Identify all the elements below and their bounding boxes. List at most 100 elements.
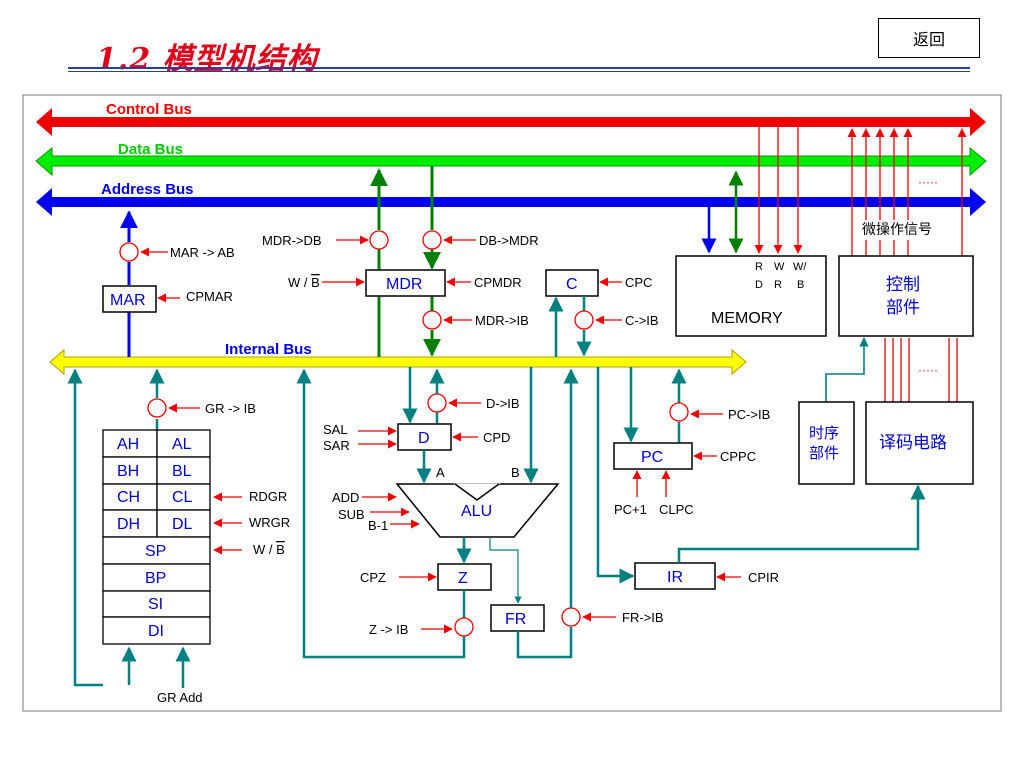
gr-add-label: GR Add [157, 690, 203, 705]
c-section: C CPC C->IB [545, 269, 659, 357]
sub-signal: SUB [338, 507, 365, 522]
mdr-label: MDR [386, 276, 422, 293]
title-underline-thin [68, 71, 970, 72]
c-ib-gate [574, 310, 594, 330]
title-underline [68, 67, 970, 69]
d-label: D [418, 430, 430, 447]
db-mdr-signal: DB->MDR [479, 233, 539, 248]
mdr-db-gate [369, 230, 389, 250]
gr-label-bl: BL [172, 463, 192, 480]
decoder-circuit [865, 401, 974, 485]
gr-cell-dh [102, 509, 158, 538]
d-ib-gate [427, 393, 447, 413]
cppc-signal: CPPC [720, 449, 756, 464]
gr-label-dh: DH [117, 516, 140, 533]
sal-signal: SAL [323, 422, 348, 437]
db-mdr-gate [422, 230, 442, 250]
ir-label: IR [667, 569, 683, 586]
rdgr-signal: RDGR [249, 489, 287, 504]
gr-cell-dl [156, 509, 211, 538]
control-unit [838, 255, 974, 337]
general-registers-section: GR -> IB GR Add AH AL BH BL CH CL DH DL … [67, 368, 290, 705]
memory-signal-d: D [755, 279, 763, 291]
timing-unit-label-1: 时序 [809, 424, 839, 442]
c-label: C [566, 276, 578, 293]
timing-unit-label-2: 部件 [809, 444, 839, 462]
mar-ab-gate [119, 242, 139, 262]
alu-label: ALU [461, 503, 492, 520]
gr-cell-cl [156, 483, 211, 511]
memory-label: MEMORY [711, 310, 783, 327]
control-bus-label: Control Bus [106, 101, 192, 118]
memory-signal-r2: R [774, 279, 782, 291]
decoder-label: 译码电路 [879, 433, 947, 453]
pc-ib-gate [669, 402, 689, 422]
internal-bus: Internal Bus [49, 341, 747, 376]
ir-register [634, 562, 716, 590]
gr-label-di: DI [148, 623, 164, 640]
gr-cell-sp [102, 536, 211, 565]
decoder-section: ····· 译码电路 时序 部件 [798, 337, 974, 485]
gr-label-al: AL [172, 436, 192, 453]
b-minus-1-signal: B-1 [368, 518, 388, 533]
internal-bus-label: Internal Bus [225, 341, 312, 358]
data-bus: Data Bus [35, 141, 987, 177]
mdr-ib-signal: MDR->IB [475, 313, 529, 328]
z-ib-signal: Z -> IB [369, 622, 408, 637]
back-button[interactable]: 返回 [878, 18, 980, 58]
d-ib-signal: D->IB [486, 396, 520, 411]
gr-label-cl: CL [172, 489, 193, 506]
alu-input-b: B [511, 465, 520, 480]
fr-label: FR [505, 611, 526, 628]
fr-ib-signal: FR->IB [622, 610, 664, 625]
gr-label-bh: BH [117, 463, 139, 480]
mar-label: MAR [110, 292, 146, 309]
wrgr-signal: WRGR [249, 515, 290, 530]
gr-wb-signal: W / B [253, 542, 285, 557]
control-unit-section: ····· 微操作信号 控制 部件 [838, 128, 974, 337]
mar-section: MAR -> AB MAR CPMAR [102, 210, 235, 357]
gr-label-ah: AH [117, 436, 139, 453]
gr-cell-ah [102, 429, 158, 458]
gr-label-dl: DL [172, 516, 193, 533]
mdr-register [365, 269, 446, 297]
cpc-signal: CPC [625, 275, 652, 290]
control-bus: Control Bus [36, 101, 986, 136]
ir-section: IR CPIR [596, 367, 926, 590]
z-ib-gate [454, 617, 474, 637]
gr-label-si: SI [148, 596, 163, 613]
c-register [545, 269, 599, 297]
control-unit-label-2: 部件 [886, 298, 920, 318]
micro-ops-label: 微操作信号 [862, 222, 932, 238]
clpc-signal: CLPC [659, 502, 694, 517]
alu-input-a: A [436, 465, 445, 480]
mdr-ib-gate [422, 310, 442, 330]
alu-unit [395, 483, 560, 538]
gr-label-ch: CH [117, 489, 140, 506]
z-label: Z [458, 570, 468, 587]
gr-ib-gate [147, 398, 167, 418]
pc-register [613, 442, 693, 470]
gr-cell-bl [156, 456, 211, 485]
timing-unit [798, 401, 855, 485]
fr-ib-gate [561, 607, 581, 627]
memory-signal-b: B [797, 279, 804, 291]
gr-label-sp: SP [145, 543, 166, 560]
data-bus-label: Data Bus [118, 141, 183, 158]
pc-ib-signal: PC->IB [728, 407, 770, 422]
gr-cell-di [102, 616, 211, 645]
pc-section: PC->IB PC CPPC PC+1 CLPC [613, 367, 770, 517]
mdr-section: MDR->DB DB->MDR MDR->IB MDR W / B CPMDR [262, 166, 539, 357]
address-bus-label: Address Bus [101, 181, 194, 198]
memory-signal-r: R [755, 261, 763, 273]
mdr-db-signal: MDR->DB [262, 233, 322, 248]
alu-section: D->IB D SAL SAR CPD A B ALU ADD SUB B-1 … [296, 367, 664, 659]
mar-ab-signal: MAR -> AB [170, 245, 235, 260]
sar-signal: SAR [323, 438, 350, 453]
mdr-wb-signal: W / B [288, 275, 320, 290]
memory-block [675, 255, 827, 337]
cpir-signal: CPIR [748, 570, 779, 585]
pc-label: PC [641, 449, 663, 466]
gr-label-bp: BP [145, 570, 166, 587]
cpz-signal: CPZ [360, 570, 386, 585]
